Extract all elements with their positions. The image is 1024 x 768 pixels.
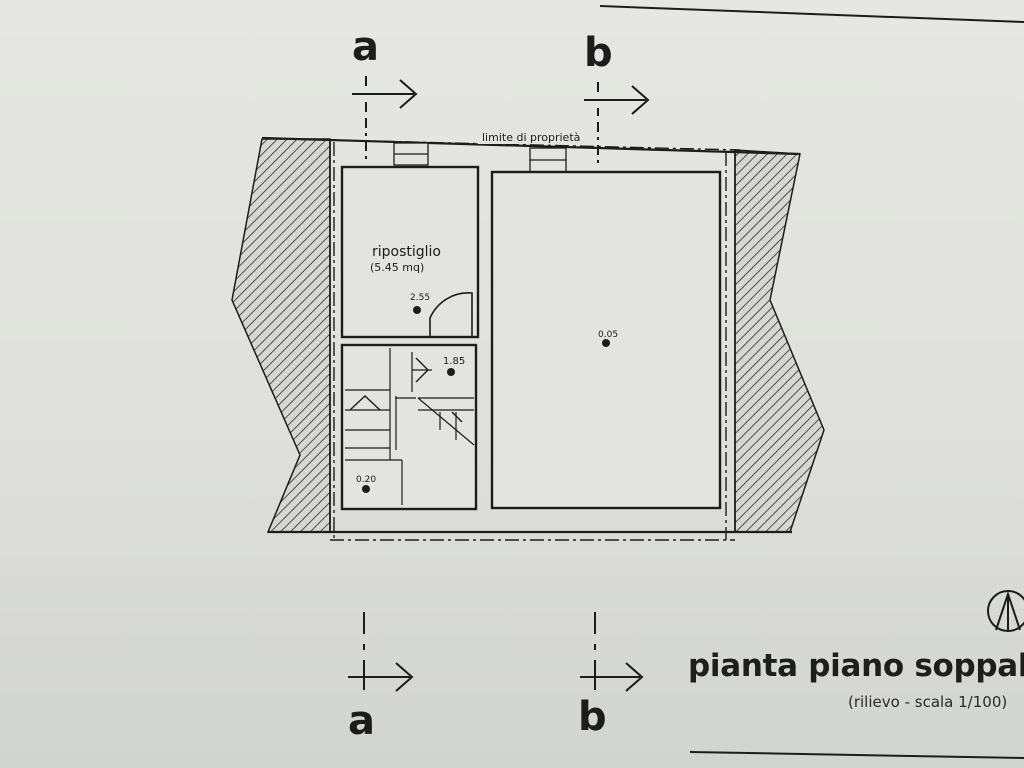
section-label-b-top: b	[584, 30, 613, 76]
stair-treads	[345, 348, 475, 505]
elevation-point-main-room	[602, 339, 610, 347]
building-top-edge	[261, 136, 801, 156]
elevation-label-stair-bottom: 0.20	[356, 475, 376, 485]
drawing-title: pianta piano soppalco	[688, 648, 1024, 684]
storage-door	[429, 292, 473, 337]
storage-room-name: ripostiglio	[372, 244, 441, 260]
arrow-right-icon	[625, 662, 644, 692]
right-masonry-wall	[734, 149, 825, 533]
elevation-point-landing	[447, 368, 455, 376]
elevation-label-storage: 2.55	[410, 293, 430, 303]
window-left	[393, 142, 429, 166]
arrow-right-icon	[399, 79, 418, 109]
property-limit-line	[329, 139, 741, 541]
section-label-b-bottom: b	[578, 694, 607, 740]
elevation-point-stair-bottom	[362, 485, 370, 493]
drawing-subtitle: (rilievo - scala 1/100)	[848, 693, 1008, 711]
section-label-a-bottom: a	[348, 698, 375, 744]
section-label-a-top: a	[352, 24, 379, 70]
sheet-border-bottom	[689, 751, 1024, 759]
elevation-label-landing: 1.85	[443, 356, 465, 367]
stair-direction-arrow-landing	[415, 357, 429, 383]
elevation-label-main-room: 0.05	[598, 330, 618, 340]
property-limit-label: limite di proprietà	[482, 131, 580, 144]
section-marker-a-top: a	[352, 24, 418, 160]
arrow-right-icon	[395, 662, 414, 692]
left-masonry-wall	[231, 138, 331, 533]
stair-direction-arrow-down	[451, 411, 463, 423]
stair-direction-arrow-up	[349, 395, 381, 411]
storage-room-area: (5.45 mq)	[370, 261, 424, 274]
section-marker-b-top: b	[584, 30, 650, 164]
elevation-point-storage	[413, 306, 421, 314]
north-arrow-icon	[987, 590, 1024, 632]
section-marker-b-bottom: b	[578, 612, 644, 740]
arrow-right-icon	[631, 85, 650, 115]
storage-room	[340, 165, 480, 339]
sheet-border-top	[599, 5, 1024, 23]
window-right	[529, 147, 567, 173]
section-marker-a-bottom: a	[348, 612, 414, 744]
